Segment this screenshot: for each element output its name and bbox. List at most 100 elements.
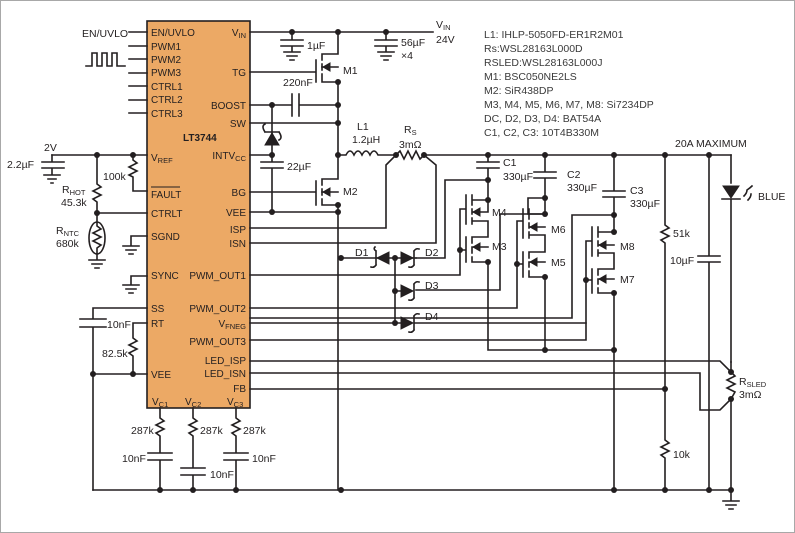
r51k-label: 51k <box>673 228 691 240</box>
m6-label: M6 <box>551 224 566 236</box>
pin-fb: FB <box>233 384 246 395</box>
d4-label: D4 <box>425 311 439 323</box>
en-uvlo-input-label: EN/UVLO <box>82 28 128 40</box>
pin-led-isp: LED_ISP <box>205 356 246 367</box>
bom-line: C1, C2, C3: 10T4B330M <box>484 127 599 139</box>
ss-rt-network: 10nF 82.5k <box>79 307 148 491</box>
m1-label: M1 <box>343 65 358 77</box>
c1-value: 330µF <box>503 171 533 183</box>
c-ss-label: 10nF <box>107 319 131 331</box>
m7-label: M7 <box>620 274 635 286</box>
pin-sw: SW <box>230 119 247 130</box>
c-vin-56u-label: 56µF <box>401 37 425 49</box>
c-vref-label: 2.2µF <box>7 159 34 171</box>
pwm-waveform-icon <box>85 52 126 67</box>
ic-left-pins: EN/UVLO PWM1 PWM2 PWM3 CTRL1 CTRL2 CTRL3… <box>151 28 195 381</box>
pin-vc3: VC3 <box>227 397 243 409</box>
d3-label: D3 <box>425 280 439 292</box>
bom-list: L1: IHLP-5050FD-ER1R2M01 Rs:WSL28163L000… <box>484 29 654 139</box>
rs-value: 3mΩ <box>399 139 422 151</box>
c2-value: 330µF <box>567 182 597 194</box>
left-inputs: EN/UVLO <box>82 28 148 114</box>
max-current-label: 20A MAXIMUM <box>675 138 747 150</box>
rhot-label: RHOT <box>62 184 86 197</box>
c-vin-56u-mult: ×4 <box>401 50 413 62</box>
rntc-label: RNTC <box>56 225 80 238</box>
bom-line: DC, D2, D3, D4: BAT54A <box>484 113 601 125</box>
pin-vref: VREF <box>151 153 173 165</box>
vref-network: 2V 2.2µF 100k RHOT 45.3k RNTC 680k <box>7 142 148 294</box>
l1-label: L1 <box>357 121 369 133</box>
led-color-label: BLUE <box>758 191 785 203</box>
ic-bottom-pins: VC1 VC2 VC3 <box>152 397 243 409</box>
pin-pwm2: PWM2 <box>151 55 181 66</box>
c-boost-label: 220nF <box>283 77 313 89</box>
c3-value: 330µF <box>630 198 660 210</box>
pin-led-isn: LED_ISN <box>204 369 246 380</box>
rc1-label: 287k <box>131 425 155 437</box>
bom-line: RSLED:WSL28163L000J <box>484 57 603 69</box>
pin-pwm3: PWM3 <box>151 68 181 79</box>
pin-vee-right: VEE <box>226 208 246 219</box>
led-icon <box>722 185 740 199</box>
d1-label: D1 <box>355 247 369 259</box>
c1-label: C1 <box>503 157 517 169</box>
c2-label: C2 <box>567 169 581 181</box>
r-fault-label: 100k <box>103 171 127 183</box>
compensation-networks: 287k 287k 287k 10nF 10nF 10nF <box>122 407 276 491</box>
pin-vc1: VC1 <box>152 397 168 409</box>
pin-sgnd: SGND <box>151 232 180 243</box>
bom-line: L1: IHLP-5050FD-ER1R2M01 <box>484 29 624 41</box>
bom-line: M1: BSC050NE2LS <box>484 71 577 83</box>
vref-voltage-label: 2V <box>44 142 57 154</box>
ground-rail <box>92 487 740 510</box>
pin-pwm-out3: PWM_OUT3 <box>189 337 246 348</box>
pin-sync: SYNC <box>151 271 179 282</box>
pin-vc2: VC2 <box>185 397 201 409</box>
pin-rt: RT <box>151 319 164 330</box>
ic-body <box>146 20 251 409</box>
m8-label: M8 <box>620 241 635 253</box>
c3-label: C3 <box>630 185 644 197</box>
pin-isn: ISN <box>229 239 246 250</box>
cc3-label: 10nF <box>252 453 276 465</box>
cc2-label: 10nF <box>210 469 234 481</box>
pin-vfneg: VFNEG <box>218 319 246 331</box>
m5-label: M5 <box>551 257 566 269</box>
pin-vin: VIN <box>232 28 246 40</box>
m4-label: M4 <box>492 207 507 219</box>
r10k-label: 10k <box>673 449 691 461</box>
pin-isp: ISP <box>230 225 246 236</box>
l1-value: 1.2µH <box>352 134 380 146</box>
pin-ctrl3: CTRL3 <box>151 109 183 120</box>
rsled-label: RSLED <box>739 376 767 389</box>
pin-fault: FAULT <box>151 190 181 201</box>
rs-label: RS <box>404 124 417 137</box>
power-stage: VIN 24V 1µF 56µF ×4 M1 220nF 22µF <box>249 19 666 491</box>
pin-tg: TG <box>232 68 246 79</box>
pin-bg: BG <box>232 188 247 199</box>
ic-name: LT3744 <box>183 133 217 144</box>
bom-line: Rs:WSL28163L000D <box>484 43 583 55</box>
pin-ctrl2: CTRL2 <box>151 95 183 106</box>
bom-line: M2: SiR438DP <box>484 85 553 97</box>
rc3-label: 287k <box>243 425 267 437</box>
pin-pwm-out1: PWM_OUT1 <box>189 271 246 282</box>
m2-label: M2 <box>343 186 358 198</box>
pin-ctrlt: CTRLT <box>151 209 182 220</box>
pin-pwm-out2: PWM_OUT2 <box>189 304 246 315</box>
pin-boost: BOOST <box>211 101 246 112</box>
pin-ss: SS <box>151 304 165 315</box>
vin-value: 24V <box>436 34 455 46</box>
d2-label: D2 <box>425 247 439 259</box>
bom-line: M3, M4, M5, M6, M7, M8: Si7234DP <box>484 99 654 111</box>
c-intvcc-label: 22µF <box>287 161 311 173</box>
ic-right-pins: VIN TG BOOST SW INTVCC BG VEE ISP ISN PW… <box>189 28 246 395</box>
pin-vee-left: VEE <box>151 370 171 381</box>
pin-pwm1: PWM1 <box>151 42 181 53</box>
rntc-value: 680k <box>56 238 80 250</box>
c-vin-1u-label: 1µF <box>307 40 325 52</box>
pin-en-uvlo: EN/UVLO <box>151 28 195 39</box>
pin-ctrl1: CTRL1 <box>151 82 183 93</box>
